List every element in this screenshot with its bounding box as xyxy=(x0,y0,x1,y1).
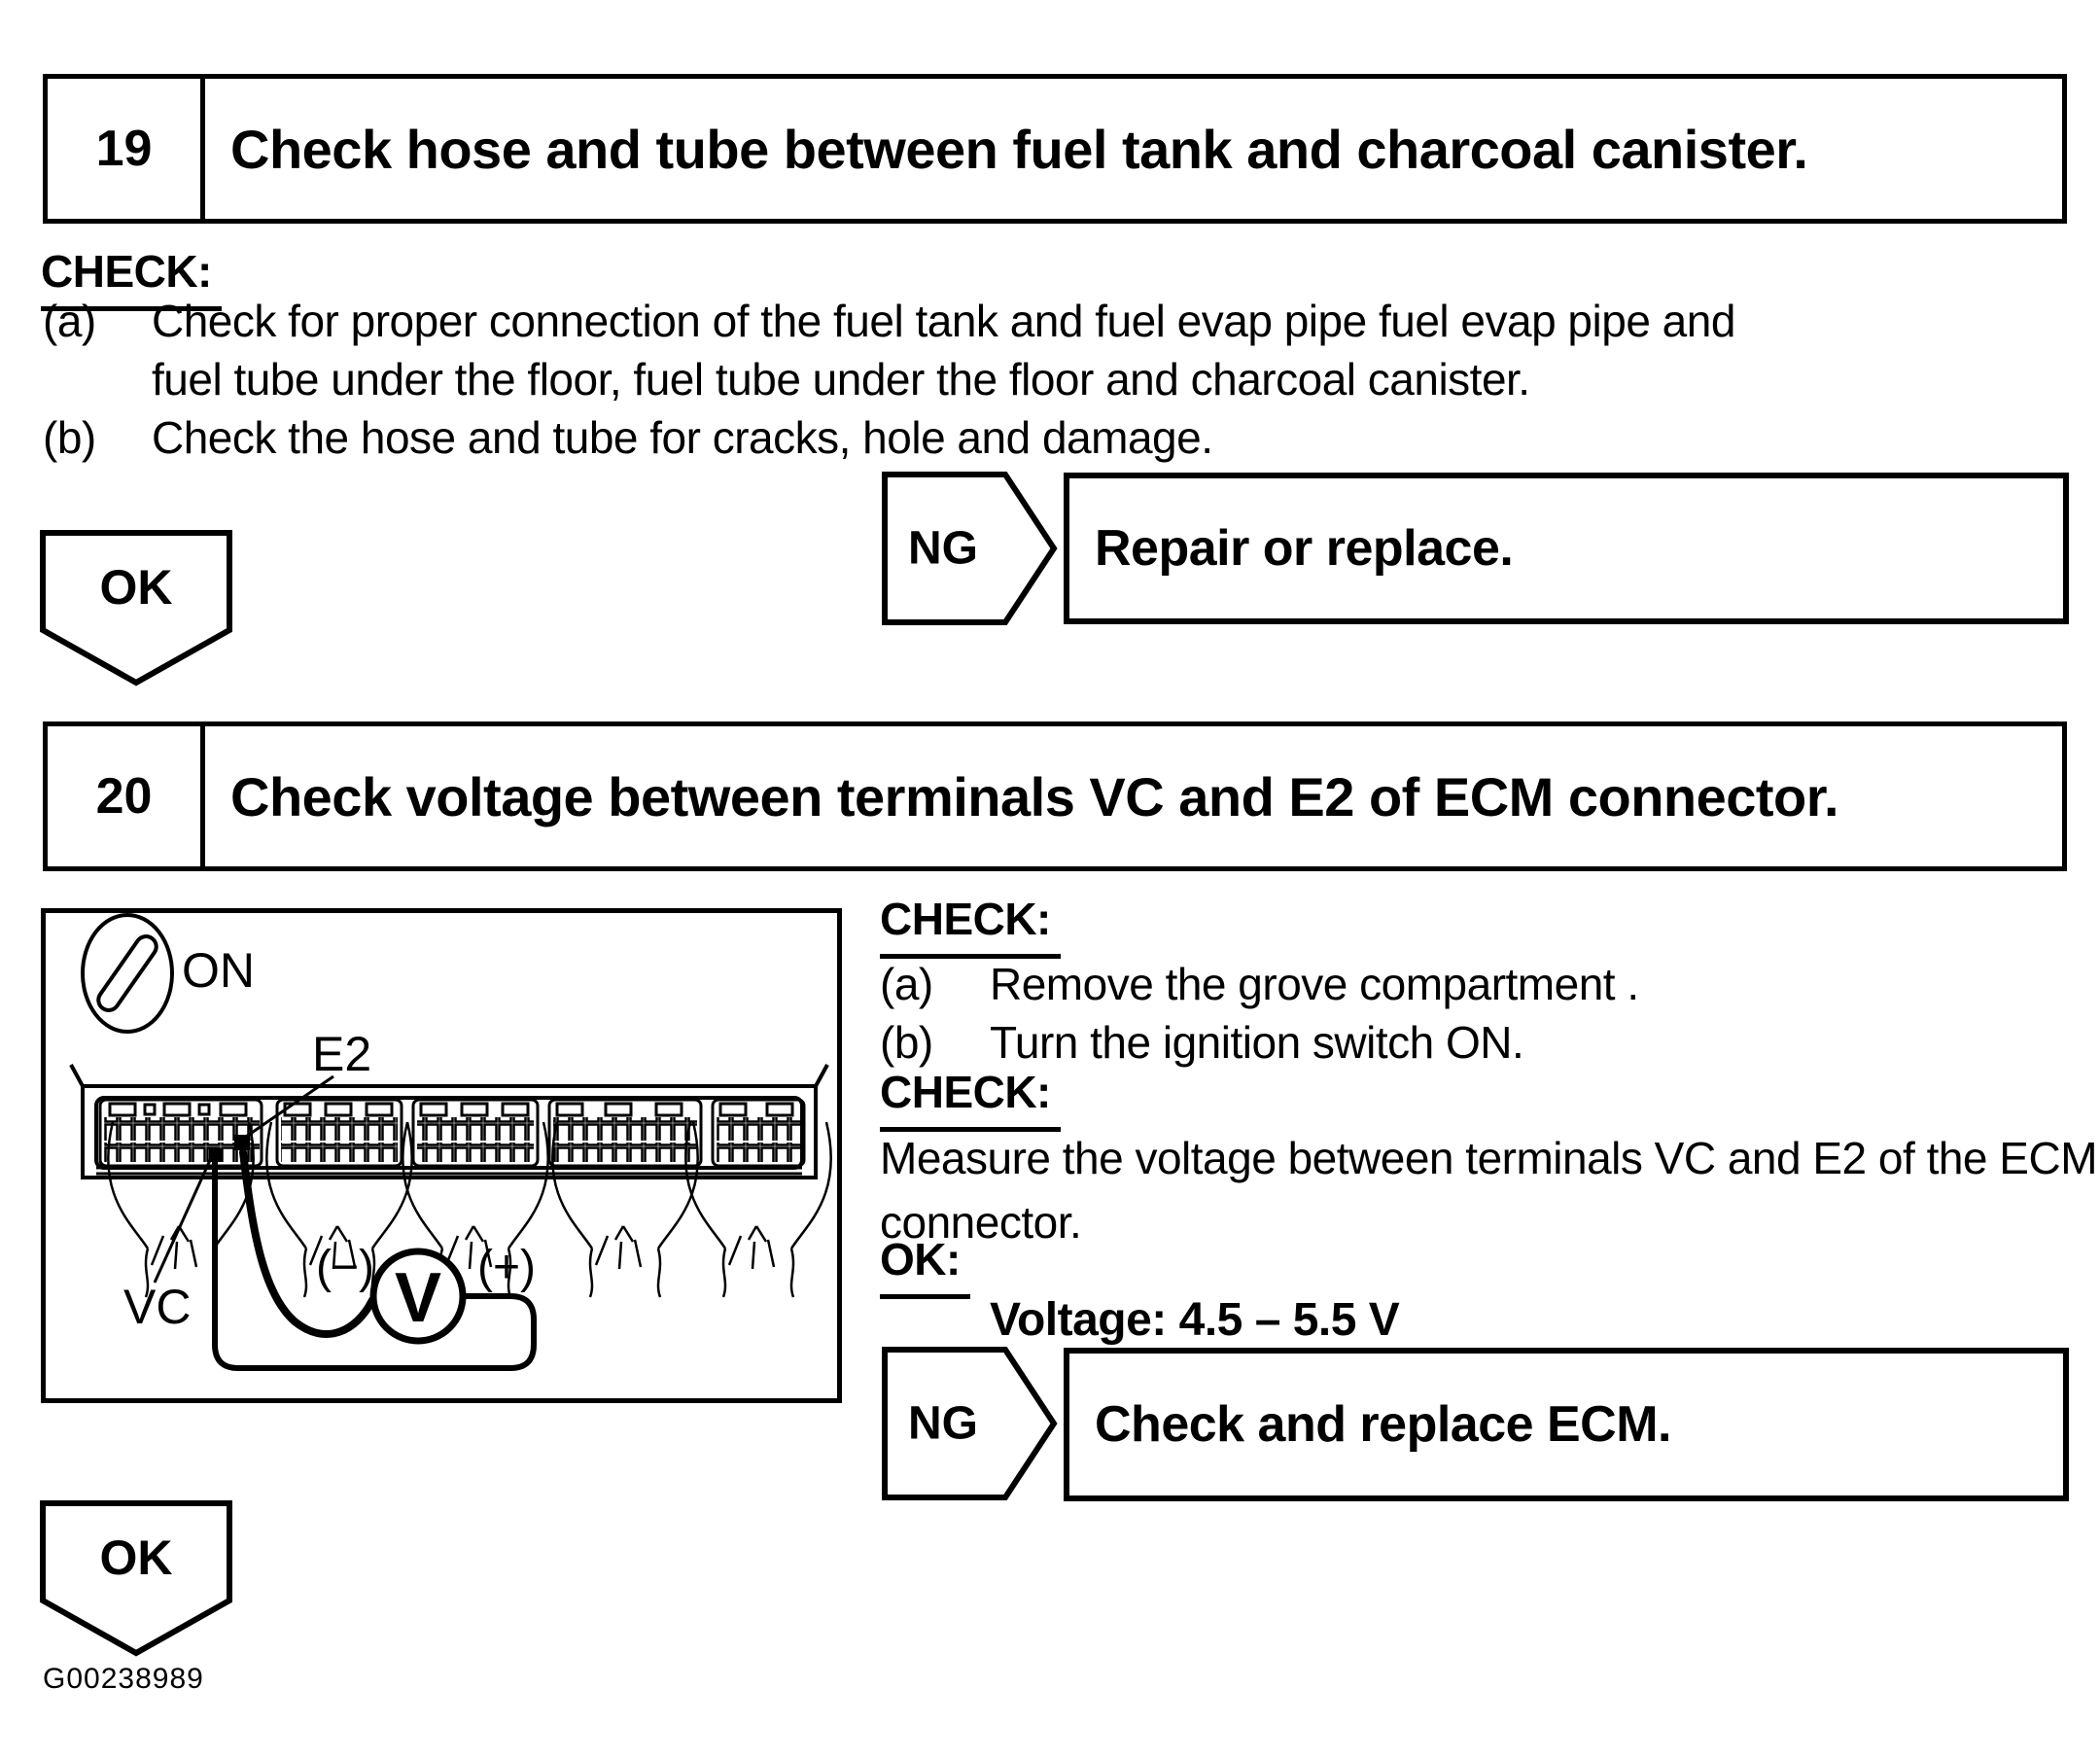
step-19-title: Check hose and tube between fuel tank an… xyxy=(230,118,1808,180)
ecm-connector-figure: ON E2 VC V (−) (+) xyxy=(41,908,842,1403)
ignition-key-icon xyxy=(81,913,174,1034)
ecm-connector-housing xyxy=(69,1064,829,1179)
voltmeter-symbol: V xyxy=(395,1259,441,1337)
connector-blocks xyxy=(98,1098,806,1168)
ok-spec-heading-wrap: OK: xyxy=(880,1233,970,1299)
vc-leader-line xyxy=(153,1157,213,1284)
e2-leader-line xyxy=(242,1074,334,1141)
figure-code: G00238989 xyxy=(43,1663,204,1695)
item-text-line: Check for proper connection of the fuel … xyxy=(152,296,1735,346)
item-text-line: Turn the ignition switch ON. xyxy=(990,1017,1524,1068)
item-label: (b) xyxy=(880,1017,933,1068)
item-text-line: fuel tube under the floor, fuel tube und… xyxy=(152,354,1530,405)
item-text-line: Remove the grove compartment . xyxy=(990,959,1639,1009)
step-20-check1-heading-wrap: CHECK: xyxy=(880,893,1061,959)
step-19-header: 19 Check hose and tube between fuel tank… xyxy=(43,74,2067,224)
ok-label: OK xyxy=(100,560,173,615)
voltage-spec: Voltage: 4.5 – 5.5 V xyxy=(990,1294,1400,1346)
voltmeter-icon xyxy=(369,1248,467,1345)
measure-line: Measure the voltage between terminals VC… xyxy=(880,1133,2098,1183)
ng-action-box: Check and replace ECM. xyxy=(1064,1348,2069,1501)
ok-arrow-symbol: OK xyxy=(40,1500,232,1657)
ng-label: NG xyxy=(908,1398,978,1450)
ng-action-text: Check and replace ECM. xyxy=(1095,1396,1672,1453)
e2-probe-wire xyxy=(239,1148,376,1338)
ng-arrow-symbol: NG xyxy=(882,1347,1058,1500)
check-heading: CHECK: xyxy=(41,245,222,311)
step-20-check2-heading-wrap: CHECK: xyxy=(880,1066,1061,1132)
ng-action-text: Repair or replace. xyxy=(1095,520,1514,577)
e2-terminal-mark xyxy=(234,1135,250,1150)
step-19-items: (a) Check for proper connection of the f… xyxy=(43,292,1735,467)
ok-arrow-symbol: OK xyxy=(40,530,232,686)
step-19-check-heading-wrap: CHECK: xyxy=(41,245,222,311)
connector-tabs xyxy=(108,1102,794,1117)
negative-probe-label: (−) xyxy=(316,1242,374,1293)
check-item-b: (b) Turn the ignition switch ON. xyxy=(880,1013,1639,1072)
measure-line: connector. xyxy=(880,1197,1082,1248)
ng-label: NG xyxy=(908,523,978,575)
vc-terminal-label: VC xyxy=(123,1280,191,1334)
item-text-line: Check the hose and tube for cracks, hole… xyxy=(152,412,1213,463)
ng-action-box: Repair or replace. xyxy=(1064,473,2069,624)
step-20-number: 20 xyxy=(48,726,205,866)
item-label: (b) xyxy=(43,412,96,463)
step-20-header: 20 Check voltage between terminals VC an… xyxy=(43,721,2067,871)
ok-heading: OK: xyxy=(880,1233,970,1299)
positive-probe-label: (+) xyxy=(477,1242,536,1293)
vc-terminal-mark xyxy=(209,1148,222,1162)
ecm-connector-drawing: ON E2 VC V (−) (+) xyxy=(69,913,832,1371)
e2-terminal-label: E2 xyxy=(312,1027,371,1081)
vc-probe-wire xyxy=(212,1159,537,1371)
step-20-items: (a) Remove the grove compartment . (b) T… xyxy=(880,955,1639,1072)
check-heading: CHECK: xyxy=(880,893,1061,959)
check-item-a: (a) Remove the grove compartment . xyxy=(880,955,1639,1013)
step-19-number: 19 xyxy=(48,79,205,219)
ng-arrow-symbol: NG xyxy=(882,472,1058,625)
measure-instructions: Measure the voltage between terminals VC… xyxy=(880,1126,2098,1254)
item-label: (a) xyxy=(43,296,96,346)
step-20-title: Check voltage between terminals VC and E… xyxy=(230,765,1839,827)
check-item-a: (a) Check for proper connection of the f… xyxy=(43,292,1735,408)
ignition-on-label: ON xyxy=(182,943,255,998)
ok-label: OK xyxy=(100,1530,173,1585)
check-item-b: (b) Check the hose and tube for cracks, … xyxy=(43,408,1735,467)
item-label: (a) xyxy=(880,959,933,1009)
check-heading: CHECK: xyxy=(880,1066,1061,1132)
